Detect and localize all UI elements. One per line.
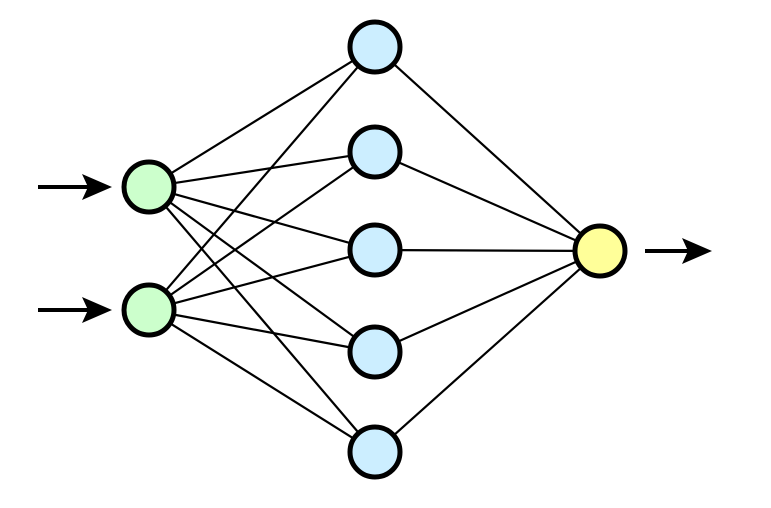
hidden-node-1[interactable] [347,19,403,75]
edge-i1-h1 [168,58,356,176]
edge-i2-h1 [163,64,361,293]
edge-h3-o1 [398,249,577,252]
edge-h4-o1 [396,259,579,344]
edge-i1-h3 [171,192,353,245]
edge-i2-h4 [172,313,352,349]
hidden-node-4[interactable] [347,324,403,380]
edge-i1-h2 [172,154,352,185]
edge-i2-h5 [168,321,356,441]
output-arrow-1-head [682,238,712,264]
hidden-node-2[interactable] [347,124,403,180]
edge-h2-o1 [396,160,579,243]
edge-h5-o1 [392,266,583,437]
hidden-node-5[interactable] [347,424,403,480]
edge-h1-o1 [392,62,583,236]
input-node-1[interactable] [121,159,177,215]
edge-i2-h2 [168,164,356,298]
input-node-2[interactable] [121,282,177,338]
edge-i1-h5 [163,204,361,435]
hidden-node-3[interactable] [347,222,403,278]
io-arrows-group [38,174,712,323]
edge-i2-h3 [171,255,353,305]
edges-group [163,58,583,441]
output-node-1[interactable] [572,223,628,279]
input-arrow-1-head [82,174,112,200]
input-arrow-2-head [82,297,112,323]
edge-i1-h4 [167,200,357,339]
nodes-group [121,19,628,480]
